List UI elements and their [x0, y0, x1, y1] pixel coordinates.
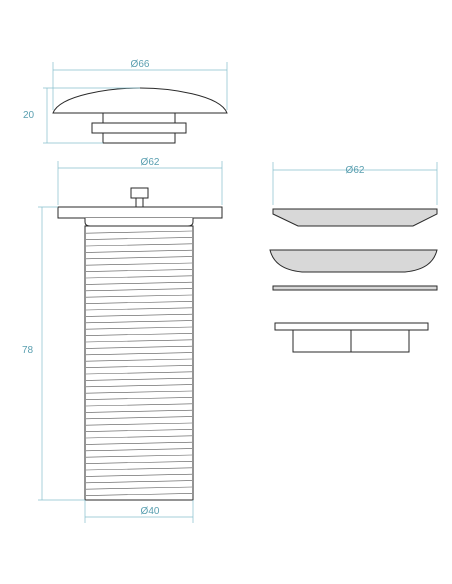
thread-line	[85, 249, 193, 253]
thread-line	[85, 448, 193, 452]
dimension-thread-diameter: Ø40	[84, 500, 194, 523]
thread-line	[85, 365, 193, 368]
body-screw-stem	[135, 197, 144, 208]
thread-line	[85, 281, 193, 285]
thread-line	[85, 493, 193, 496]
thread-line	[85, 486, 193, 490]
thread-diameter-label: Ø40	[141, 506, 160, 517]
thread-line	[85, 352, 193, 356]
thread-line	[85, 320, 193, 324]
body-flange	[57, 206, 223, 219]
thread-line	[85, 473, 193, 477]
thread-line	[85, 326, 193, 330]
thread-line	[85, 275, 193, 279]
cap-stem-top	[102, 112, 176, 124]
thread-line	[85, 409, 193, 413]
thread-line	[85, 333, 193, 336]
thread-line	[85, 390, 193, 394]
thread-line	[85, 435, 193, 439]
exploded-diameter-label: Ø62	[346, 165, 365, 176]
thread-line	[85, 237, 193, 240]
part-cap-insert	[272, 208, 438, 227]
thread-line	[85, 403, 193, 407]
thread-line	[85, 294, 193, 298]
cap-dome	[52, 87, 228, 114]
thread-line	[85, 339, 193, 343]
dimension-cap-diameter: Ø66	[52, 59, 228, 110]
thread-line	[85, 467, 193, 471]
part-plug-plate	[274, 322, 429, 331]
thread-line	[85, 262, 193, 266]
thread-line	[85, 230, 193, 234]
thread-line	[85, 384, 193, 388]
thread-line	[85, 288, 193, 292]
thread-line	[85, 416, 193, 420]
body-height-label: 78	[22, 345, 34, 356]
thread-line	[85, 461, 193, 464]
cap-washer	[91, 122, 187, 134]
body-thread	[84, 225, 194, 501]
thread-line	[85, 454, 193, 458]
cap-diameter-label: Ø66	[131, 59, 150, 70]
thread-line	[85, 429, 193, 432]
dimension-flange-diameter: Ø62	[57, 157, 223, 205]
thread-line	[85, 371, 193, 375]
body-screw-head	[130, 187, 149, 199]
thread-line	[85, 307, 193, 311]
thread-line	[85, 480, 193, 484]
thread-line	[85, 243, 193, 247]
thread-line	[85, 377, 193, 381]
cap-height-label: 20	[23, 110, 35, 121]
dimension-body-height: 78	[22, 206, 85, 501]
thread-line	[85, 301, 193, 304]
part-seal-bowl	[269, 249, 438, 273]
part-gasket	[272, 285, 438, 291]
thread-line	[85, 256, 193, 260]
thread-lines	[85, 230, 193, 496]
thread-line	[85, 441, 193, 445]
dimension-exploded-diameter: Ø62	[272, 162, 438, 205]
cap-assembly	[52, 87, 228, 144]
exploded-parts	[269, 208, 438, 353]
thread-line	[85, 345, 193, 349]
thread-line	[85, 269, 193, 272]
flange-diameter-label: Ø62	[141, 157, 160, 168]
thread-line	[85, 358, 193, 362]
dimension-cap-height: 20	[23, 87, 140, 144]
body-neck	[84, 218, 194, 227]
thread-line	[85, 397, 193, 400]
waste-body	[57, 187, 223, 501]
thread-line	[85, 313, 193, 317]
thread-line	[85, 422, 193, 426]
cap-stem-bottom	[102, 132, 176, 144]
